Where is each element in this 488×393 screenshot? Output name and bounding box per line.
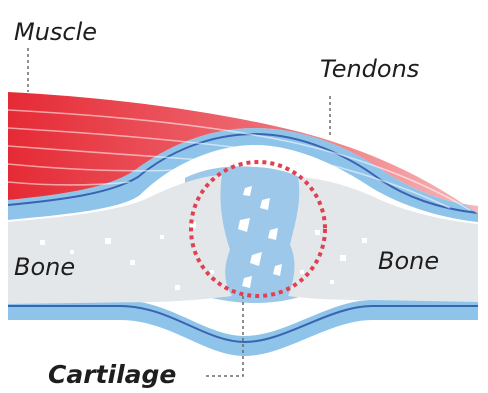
cartilage-label: Cartilage — [48, 362, 176, 387]
bone-right-label: Bone — [378, 249, 439, 273]
tendons-label: Tendons — [320, 57, 419, 81]
bone-left-label: Bone — [14, 255, 75, 279]
muscle-label: Muscle — [14, 20, 97, 44]
